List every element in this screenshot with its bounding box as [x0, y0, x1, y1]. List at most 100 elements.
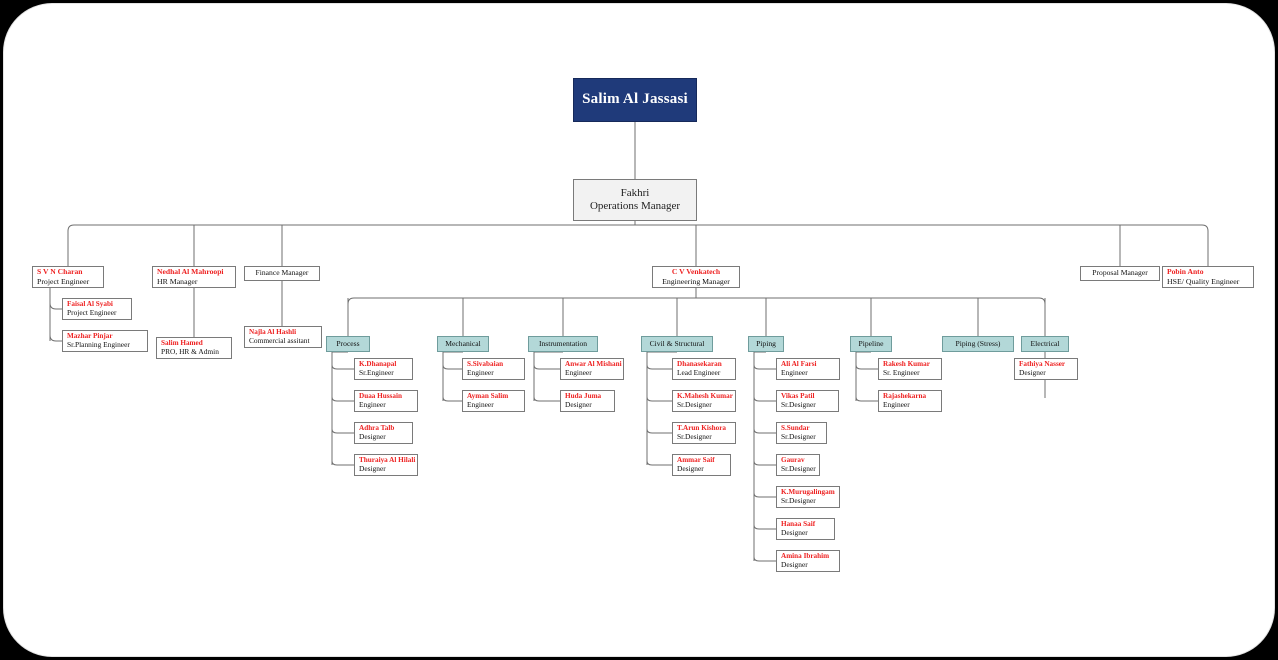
member-role: Engineer — [781, 367, 808, 377]
node-engineering-manager[interactable]: C V Venkatech Engineering Manager — [652, 266, 740, 288]
discipline-piping-stress[interactable]: Piping (Stress) — [942, 336, 1014, 352]
node-finance-name: Finance Manager — [255, 268, 309, 278]
node-operations-role: Operations Manager — [589, 200, 681, 212]
member-name: Dhanasekaran — [677, 360, 722, 369]
discipline-electrical[interactable]: Electrical — [1021, 336, 1069, 352]
member-role: Sr.Designer — [781, 399, 816, 409]
member-name: Gaurav — [781, 456, 805, 465]
member-role: Designer — [781, 527, 808, 537]
member-role: Sr.Designer — [781, 495, 816, 505]
member-role: Sr.Engineer — [359, 367, 394, 377]
node-hr-manager[interactable]: Nedhal Al Mahroopi HR Manager — [152, 266, 236, 288]
member-name: Adhra Talb — [359, 424, 395, 433]
member-role: Sr.Designer — [677, 399, 712, 409]
member-role: Engineer — [883, 399, 910, 409]
member-name: K.Mahesh Kumar — [677, 392, 733, 401]
node-operations-manager[interactable]: Fakhri Operations Manager — [573, 179, 697, 221]
member-name: Thuraiya Al Hilali — [359, 456, 416, 465]
node-root[interactable]: Salim Al Jassasi — [573, 78, 697, 122]
node-mazhar-name: Mazhar Pinjar — [67, 332, 113, 341]
member-role: Designer — [677, 463, 704, 473]
member-name: Huda Juma — [565, 392, 602, 401]
node-mazhar-role: Sr.Planning Engineer — [67, 339, 130, 349]
node-najla-name: Najla Al Hashli — [249, 328, 297, 337]
discipline-label: Instrumentation — [538, 338, 588, 348]
node-faisal-name: Faisal Al Syabi — [67, 300, 113, 309]
node-proposal-manager[interactable]: Proposal Manager — [1080, 266, 1160, 281]
member-name: Ammar Saif — [677, 456, 715, 465]
discipline-mechanical[interactable]: Mechanical — [437, 336, 489, 352]
member-role: Lead Engineer — [677, 367, 721, 377]
member-role: Designer — [565, 399, 592, 409]
node-charan-name: S V N Charan — [37, 266, 83, 276]
node-root-name: Salim Al Jassasi — [582, 91, 688, 108]
node-project-engineer-charan[interactable]: S V N Charan Project Engineer — [32, 266, 104, 288]
discipline-process[interactable]: Process — [326, 336, 370, 352]
member-name: Fathiya Nasser — [1019, 360, 1066, 369]
node-finance-manager[interactable]: Finance Manager — [244, 266, 320, 281]
member-name: Amina Ibrahim — [781, 552, 830, 561]
node-charan-report-1[interactable]: Mazhar Pinjar Sr.Planning Engineer — [62, 330, 148, 352]
member-role: Sr.Designer — [781, 431, 816, 441]
member-role: Designer — [781, 559, 808, 569]
node-finance-report-0[interactable]: Najla Al Hashli Commercial assitant — [244, 326, 322, 348]
member-name: Anwar Al Mishani — [565, 360, 622, 369]
org-chart-page: Salim Al Jassasi Fakhri Operations Manag… — [4, 4, 1274, 656]
node-charan-role: Project Engineer — [37, 276, 90, 286]
member-name: Ayman Salim — [467, 392, 509, 401]
discipline-piping[interactable]: Piping — [748, 336, 784, 352]
discipline-instrumentation[interactable]: Instrumentation — [528, 336, 598, 352]
member-name: S.Sivabaian — [467, 360, 504, 369]
member-name: Hanaa Saif — [781, 520, 816, 529]
node-hse-name: Pobin Anto — [1167, 266, 1204, 276]
member-name: Duaa Hussain — [359, 392, 402, 401]
node-engmgr-name: C V Venkatech — [671, 266, 721, 276]
member-role: Engineer — [565, 367, 592, 377]
discipline-label: Piping — [756, 338, 776, 348]
member-role: Sr.Designer — [677, 431, 712, 441]
node-engmgr-role: Engineering Manager — [662, 276, 730, 286]
member-name: Rakesh Kumar — [883, 360, 930, 369]
member-role: Engineer — [467, 367, 494, 377]
org-chart-canvas: Salim Al Jassasi Fakhri Operations Manag… — [4, 4, 1274, 656]
member-name: K.Dhanapal — [359, 360, 397, 369]
node-hr-role: HR Manager — [157, 276, 198, 286]
member-role: Designer — [359, 431, 386, 441]
node-hse-quality-engineer[interactable]: Pobin Anto HSE/ Quality Engineer — [1162, 266, 1254, 288]
node-salimhamed-name: Salim Hamed — [161, 339, 203, 348]
member-role: Designer — [1019, 367, 1046, 377]
discipline-civil-structural[interactable]: Civil & Structural — [641, 336, 713, 352]
discipline-label: Electrical — [1030, 338, 1060, 348]
member-role: Designer — [359, 463, 386, 473]
member-name: Ali Al Farsi — [781, 360, 817, 369]
member-role: Engineer — [359, 399, 386, 409]
node-charan-report-0[interactable]: Faisal Al Syabi Project Engineer — [62, 298, 132, 320]
node-hr-report-0[interactable]: Salim Hamed PRO, HR & Admin — [156, 337, 232, 359]
discipline-label: Pipeline — [858, 338, 884, 348]
discipline-pipeline[interactable]: Pipeline — [850, 336, 892, 352]
discipline-label: Piping (Stress) — [955, 338, 1001, 348]
member-name: K.Murugalingam — [781, 488, 835, 497]
